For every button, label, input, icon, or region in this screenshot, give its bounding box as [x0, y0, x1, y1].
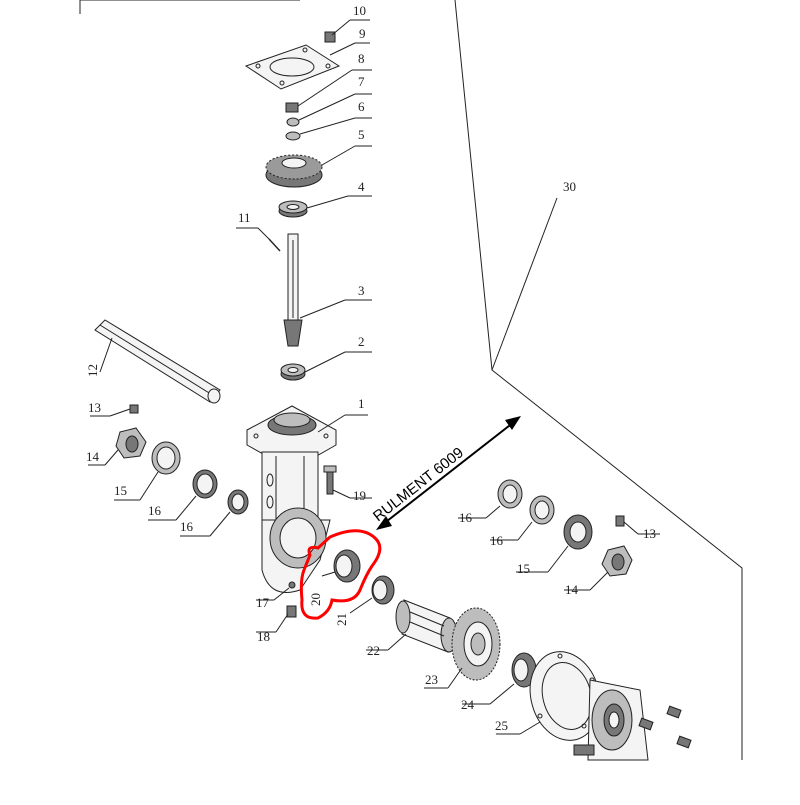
part-10-bolt: 10	[324, 3, 370, 43]
annotation-label: RULMENT 6009	[370, 444, 467, 525]
callout-12-label: 12	[85, 364, 100, 377]
callout-1-label: 1	[358, 396, 365, 411]
callout-16-left-b-label: 16	[180, 519, 194, 534]
annotation-arrow	[376, 416, 521, 530]
callout-9-label: 9	[359, 26, 366, 41]
callout-5-label: 5	[358, 127, 365, 142]
part-14-left-hub: 14	[86, 427, 147, 466]
callout-15-right-label: 15	[517, 561, 530, 576]
part-16-left-ring-a: 16	[148, 469, 218, 521]
part-9-gasket-plate: 9	[244, 26, 370, 90]
part-15-left-seal: 15	[114, 441, 181, 501]
callout-14-right-label: 14	[565, 582, 579, 597]
part-17-pin: 17	[256, 581, 296, 610]
part-8-nut: 8	[285, 51, 372, 113]
part-2-bearing: 2	[280, 334, 372, 381]
highlight-outline	[299, 529, 382, 620]
callout-30: 30	[491, 179, 576, 371]
callout-13-left-label: 13	[88, 400, 101, 415]
part-16-right-ring-a: 16	[458, 479, 523, 525]
callout-4-label: 4	[358, 179, 365, 194]
part-22-splined-sleeve: 22	[366, 599, 458, 658]
part-13-right-grease-nipple: 13	[615, 515, 660, 541]
callout-24-label: 24	[461, 697, 475, 712]
part-18-plug: 18	[256, 605, 297, 644]
cover-bolts	[638, 705, 692, 749]
part-4-bearing: 4	[278, 179, 372, 218]
end-cover-flange	[573, 679, 649, 761]
part-6-ring: 6	[285, 99, 372, 141]
part-16-left-ring-b: 16	[180, 489, 249, 537]
part-3-shaft: 3	[283, 233, 372, 347]
callout-18-label: 18	[257, 629, 270, 644]
callout-30-label: 30	[563, 179, 576, 194]
part-16-right-ring-b: 16	[490, 495, 555, 548]
callout-15-left-label: 15	[114, 483, 127, 498]
frame-lines	[79, 0, 743, 760]
callout-20-label: 20	[308, 593, 323, 606]
callout-19-label: 19	[353, 488, 366, 503]
callout-14-left-label: 14	[86, 449, 100, 464]
callout-16-right-b-label: 16	[490, 533, 504, 548]
part-19-bolt: 19	[323, 465, 372, 503]
callout-25-label: 25	[495, 718, 508, 733]
part-21-ring: 21	[334, 575, 395, 626]
part-12-shaft: 12	[85, 319, 221, 404]
callout-21-label: 21	[334, 613, 349, 626]
callout-17-label: 17	[256, 595, 270, 610]
callout-6-label: 6	[358, 99, 365, 114]
callout-8-label: 8	[358, 51, 365, 66]
part-7-washer: 7	[286, 74, 372, 127]
part-20-bearing-6009: 20	[308, 549, 361, 606]
part-13-left-grease-nipple: 13	[88, 400, 139, 417]
callout-2-label: 2	[358, 334, 365, 349]
part-14-right-hub: 14	[564, 545, 633, 597]
part-11-pin: 11	[236, 210, 281, 252]
callout-3-label: 3	[358, 283, 365, 298]
part-23-spur-gear: 23	[424, 607, 501, 689]
callout-23-label: 23	[425, 672, 438, 687]
part-1-gearbox-housing: 1	[246, 396, 368, 593]
callout-7-label: 7	[358, 74, 365, 89]
callout-16-left-a-label: 16	[148, 503, 162, 518]
callout-13-right-label: 13	[643, 526, 656, 541]
callout-10-label: 10	[353, 3, 366, 18]
callout-16-right-a-label: 16	[459, 510, 473, 525]
callout-22-label: 22	[367, 643, 380, 658]
part-15-right-seal: 15	[516, 514, 593, 576]
part-5-bevel-gear: 5	[265, 127, 372, 188]
callout-11-label: 11	[238, 210, 251, 225]
